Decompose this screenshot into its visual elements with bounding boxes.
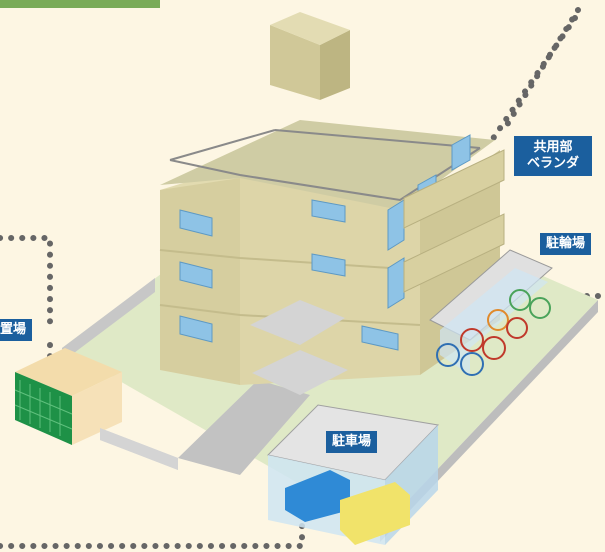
- apartment-building: [159, 12, 505, 395]
- dots-left-top: [0, 235, 53, 325]
- label-common-veranda: 共用部 ベランダ: [514, 136, 592, 176]
- trash-roof: [15, 348, 122, 396]
- trash-front: [15, 372, 72, 445]
- walkway: [178, 380, 310, 475]
- bicycles: [436, 289, 551, 376]
- trash-storage: [14, 348, 122, 445]
- rooftop-room-side: [320, 30, 350, 100]
- label-parking: 駐車場: [326, 431, 378, 453]
- balcony-upper: [403, 149, 505, 229]
- entrance-canopy-lower: [252, 350, 348, 395]
- label-veranda-line1: 共用部: [533, 140, 573, 155]
- dots-bottom: [0, 509, 305, 549]
- dots-veranda: [489, 15, 578, 143]
- car-yellow: [340, 482, 410, 545]
- bike-shed-back: [440, 268, 548, 375]
- trash-grid: [14, 380, 73, 436]
- floor-lines: [159, 249, 421, 326]
- rooftop-room-top: [270, 12, 350, 45]
- green-header-bar: [0, 0, 160, 8]
- car-blue: [285, 470, 350, 522]
- label-trash-storage: 置場: [0, 319, 33, 341]
- label-veranda-line2: ベランダ: [526, 156, 579, 171]
- bicycle-shed: [429, 249, 553, 376]
- roof-railing: [169, 129, 481, 202]
- label-bicycle-parking: 駐輪場: [540, 233, 592, 255]
- parking-garage: [266, 404, 440, 545]
- entrance-canopy-upper: [250, 300, 345, 345]
- dots-top-right: [502, 7, 581, 131]
- rooftop-room-front: [270, 25, 320, 100]
- wall-near-trash: [100, 428, 178, 470]
- lot-wall-left: [62, 278, 155, 362]
- balcony-lower: [403, 213, 505, 293]
- trash-side: [72, 372, 122, 445]
